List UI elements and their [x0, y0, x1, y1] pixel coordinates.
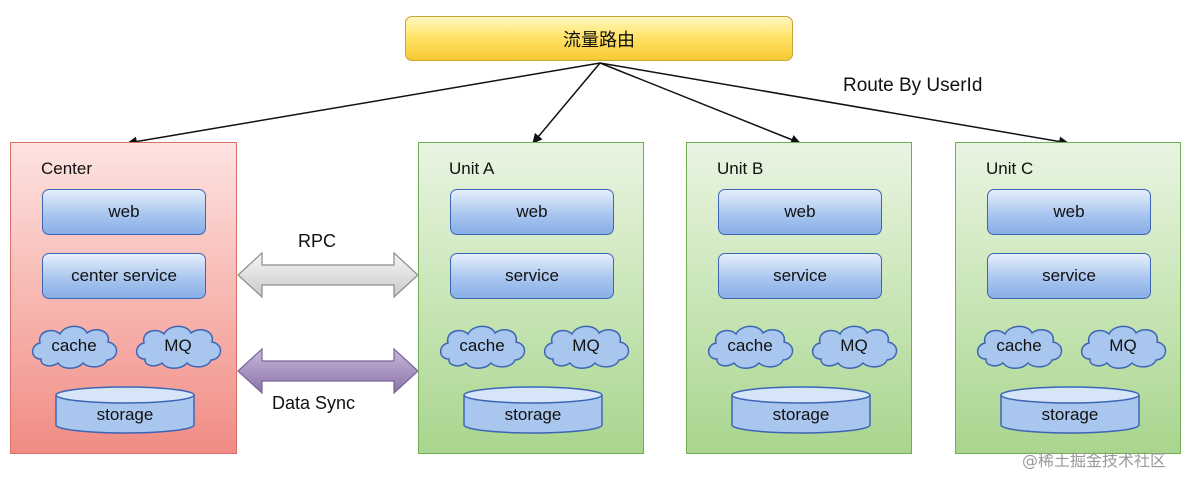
cache-label: cache — [51, 336, 97, 355]
service-label: service — [505, 266, 559, 285]
cloud-shape — [707, 325, 794, 369]
cloud-shape — [811, 325, 898, 369]
mq-cloud: MQ — [1076, 321, 1170, 371]
mq-cloud: MQ — [539, 321, 633, 371]
rpc-label: RPC — [298, 231, 337, 251]
storage-cylinder: storage — [1000, 386, 1140, 434]
cache-cloud: cache — [703, 321, 797, 371]
unit-c: Unit C web service cache MQ storage — [955, 142, 1181, 454]
web-label: web — [1053, 202, 1085, 221]
unit-b: Unit B web service cache MQ storage — [686, 142, 912, 454]
mq-label: MQ — [840, 336, 868, 355]
web-box: web — [42, 189, 206, 235]
cache-label: cache — [996, 336, 1042, 355]
cloud-shape — [543, 325, 630, 369]
route-arrow-unit-c — [599, 62, 1069, 147]
service-box: center service — [42, 253, 206, 299]
service-label: service — [1042, 266, 1096, 285]
rpc-double-arrow — [237, 251, 419, 299]
web-label: web — [784, 202, 816, 221]
cache-label: cache — [459, 336, 505, 355]
cache-cloud: cache — [435, 321, 529, 371]
cache-cloud: cache — [27, 321, 121, 371]
cloud-shape — [439, 325, 526, 369]
route-arrow-center — [127, 62, 601, 147]
route-arrow-unit-b — [599, 62, 801, 145]
unit-title: Center — [41, 159, 93, 178]
cylinder-shape — [1000, 386, 1140, 434]
mq-label: MQ — [1109, 336, 1137, 355]
storage-label: storage — [96, 405, 154, 424]
unit-title: Unit A — [449, 159, 495, 178]
web-label: web — [516, 202, 548, 221]
cloud-shape — [1080, 325, 1167, 369]
service-box: service — [450, 253, 614, 299]
storage-cylinder: storage — [55, 386, 195, 434]
cache-cloud: cache — [972, 321, 1066, 371]
traffic-router-box: 流量路由 — [405, 16, 793, 61]
unit-center: Center web center service cache MQ stora… — [10, 142, 237, 454]
mq-cloud: MQ — [131, 321, 225, 371]
route-by-userid-label: Route By UserId — [843, 75, 983, 96]
web-box: web — [987, 189, 1151, 235]
storage-cylinder: storage — [731, 386, 871, 434]
web-box: web — [718, 189, 882, 235]
mq-label: MQ — [572, 336, 600, 355]
unit-title: Unit C — [986, 159, 1034, 178]
web-label: web — [108, 202, 140, 221]
unit-title: Unit B — [717, 159, 764, 178]
service-label: service — [773, 266, 827, 285]
traffic-router-label: 流量路由 — [563, 29, 635, 51]
storage-label: storage — [1041, 405, 1099, 424]
cylinder-shape — [463, 386, 603, 434]
route-arrow-unit-a — [532, 62, 601, 144]
mq-cloud: MQ — [807, 321, 901, 371]
service-box: service — [987, 253, 1151, 299]
web-box: web — [450, 189, 614, 235]
data-sync-label: Data Sync — [272, 393, 356, 413]
mq-label: MQ — [164, 336, 192, 355]
storage-label: storage — [772, 405, 830, 424]
service-label: center service — [71, 266, 177, 285]
data-sync-double-arrow — [237, 347, 419, 395]
cloud-shape — [135, 325, 222, 369]
cloud-shape — [31, 325, 118, 369]
cylinder-shape — [731, 386, 871, 434]
watermark-text: @稀土掘金技术社区 — [1022, 451, 1167, 470]
service-box: service — [718, 253, 882, 299]
unit-a: Unit A web service cache MQ storage — [418, 142, 644, 454]
storage-cylinder: storage — [463, 386, 603, 434]
cylinder-shape — [55, 386, 195, 434]
cloud-shape — [976, 325, 1063, 369]
storage-label: storage — [504, 405, 562, 424]
cache-label: cache — [727, 336, 773, 355]
